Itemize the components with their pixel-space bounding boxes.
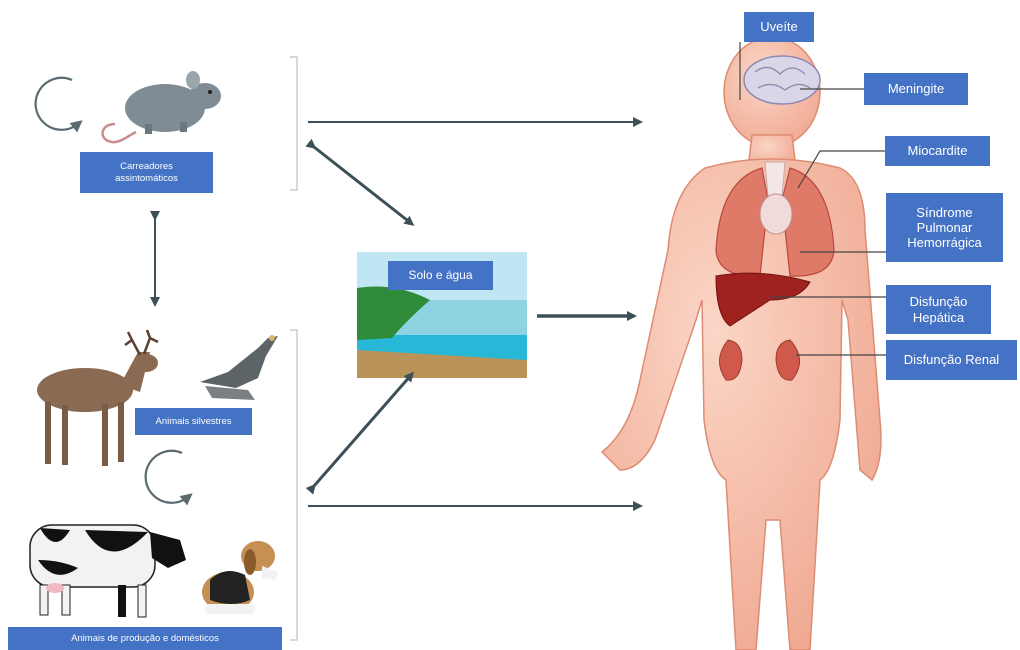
rat-icon <box>103 71 221 142</box>
hepatic-dysfunction-label: Disfunção Hepática <box>886 285 991 334</box>
meningitis-label: Meningite <box>864 73 968 105</box>
uveitis-label: Uveíte <box>744 12 814 42</box>
renal-dysfunction-label: Disfunção Renal <box>886 340 1017 380</box>
deer-icon <box>37 330 158 466</box>
domestic-animals-label: Animais de produção e domésticos <box>8 627 282 650</box>
bracket-carriers <box>290 57 297 190</box>
animals-environment-arrow <box>314 374 412 486</box>
human-body <box>602 37 881 650</box>
soil-water-label: Solo e água <box>388 261 493 290</box>
brain-icon <box>744 56 820 104</box>
cycle-arrow-icon <box>146 451 188 503</box>
carriers-label: Carreadores assintomáticos <box>80 152 213 193</box>
cow-icon <box>30 525 186 617</box>
bracket-animals <box>290 330 297 640</box>
carrier-environment-arrow <box>314 147 412 224</box>
bird-icon <box>200 335 278 400</box>
wild-animals-label: Animais silvestres <box>135 408 252 435</box>
dog-icon <box>202 541 278 614</box>
myocarditis-label: Miocardite <box>885 136 990 166</box>
cycle-arrow-icon <box>36 78 78 130</box>
pulmonary-hemorrhage-label: Síndrome Pulmonar Hemorrágica <box>886 193 1003 262</box>
